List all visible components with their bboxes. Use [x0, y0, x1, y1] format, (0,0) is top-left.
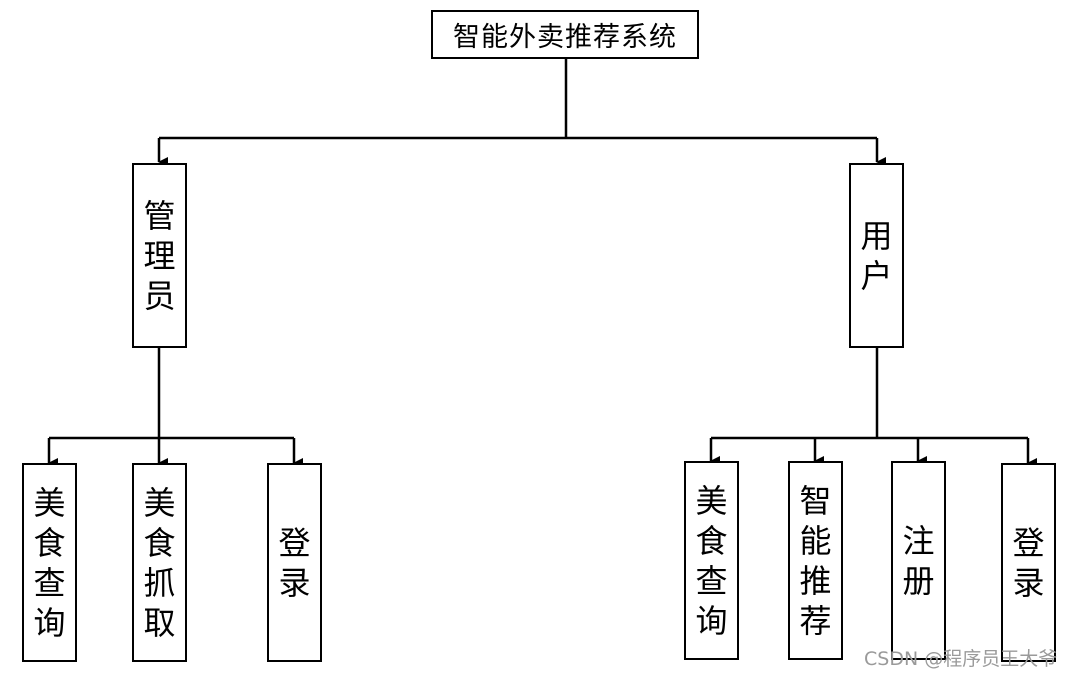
admin-child-food-query: 美食查询: [22, 463, 77, 662]
label-char: 登: [278, 523, 311, 562]
label-char: 食: [33, 523, 66, 562]
label-char: 食: [143, 523, 176, 562]
admin-child-food-query-label: 美食查询: [33, 483, 65, 643]
label-char: 荐: [799, 601, 832, 640]
user-child-login: 登录: [1001, 463, 1056, 662]
label-char: 美: [695, 481, 728, 520]
label-char: 用: [860, 216, 893, 255]
admin-child-food-crawl: 美食抓取: [132, 463, 187, 662]
watermark-text: CSDN @程序员王大爷: [864, 648, 1058, 670]
label-char: 查: [695, 561, 728, 600]
label-char: 询: [33, 603, 66, 642]
label-char: 册: [902, 561, 935, 600]
user-child-smart-recommend-label: 智能推荐: [799, 481, 831, 641]
root-node: 智能外卖推荐系统: [431, 10, 699, 59]
label-char: 户: [860, 256, 893, 295]
label-char: 员: [143, 276, 176, 315]
label-char: 管: [143, 196, 176, 235]
user-child-register-label: 注册: [902, 521, 934, 601]
label-char: 智: [799, 481, 832, 520]
root-node-label: 智能外卖推荐系统: [453, 22, 677, 53]
label-char: 录: [1012, 563, 1045, 602]
admin-child-login: 登录: [267, 463, 322, 662]
label-char: 能: [799, 521, 832, 560]
label-char: 推: [799, 561, 832, 600]
user-node: 用户: [849, 163, 904, 348]
label-char: 美: [143, 483, 176, 522]
label-char: 食: [695, 521, 728, 560]
label-char: 理: [143, 236, 176, 275]
label-char: 美: [33, 483, 66, 522]
label-char: 取: [143, 603, 176, 642]
admin-node-label: 管理员: [143, 196, 175, 316]
admin-node: 管理员: [132, 163, 187, 348]
label-char: 抓: [143, 563, 176, 602]
label-char: 询: [695, 601, 728, 640]
user-child-food-query: 美食查询: [684, 461, 739, 660]
label-char: 登: [1012, 523, 1045, 562]
label-char: 录: [278, 563, 311, 602]
admin-child-login-label: 登录: [278, 523, 310, 603]
user-child-login-label: 登录: [1012, 523, 1044, 603]
user-child-register: 注册: [891, 461, 946, 660]
user-child-smart-recommend: 智能推荐: [788, 461, 843, 660]
user-node-label: 用户: [860, 216, 892, 296]
user-child-food-query-label: 美食查询: [695, 481, 727, 641]
admin-child-food-crawl-label: 美食抓取: [143, 483, 175, 643]
label-char: 注: [902, 521, 935, 560]
label-char: 查: [33, 563, 66, 602]
